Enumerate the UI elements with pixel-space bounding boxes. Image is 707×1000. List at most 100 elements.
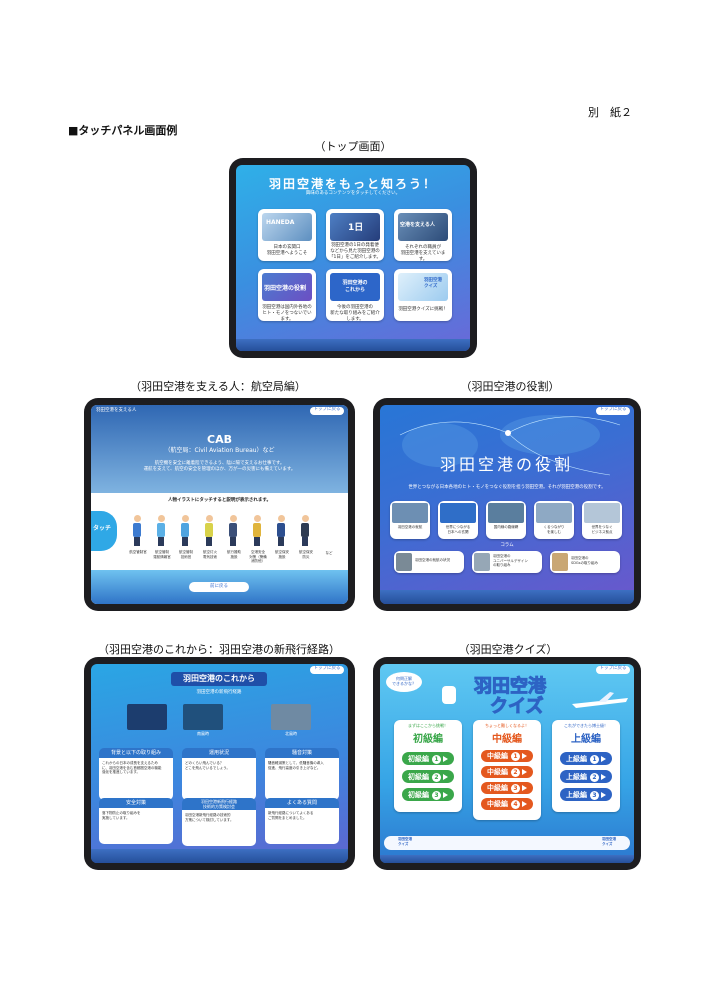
top-card-6[interactable]: 羽田空港 クイズ 羽田空港クイズに挑戦！: [394, 269, 452, 321]
cab-description: 航空機を安全に離着陸できるよう、陰に陽で支えるお仕事です。 運航を支えて、航空の…: [143, 461, 296, 472]
column-card-label: 羽田空港の ユニバーサルデザイン の取り組み: [493, 554, 528, 567]
info-box-background[interactable]: 背景と以下の取り組み これからの日本の成長を支えるため に、羽田空港を含む首都圏…: [99, 748, 173, 800]
top-card-text: 羽田空港の1日の発着便 などから見た羽田空港の 「1日」をご紹介します。: [329, 243, 381, 260]
top-card-label: 空港を支える人: [400, 222, 435, 228]
quiz-button-number: 2: [432, 772, 441, 782]
top-card-text: 羽田空港クイズに挑戦！: [398, 307, 448, 312]
runway-strip: [380, 855, 634, 863]
info-box-noise[interactable]: 騒音対策 騒音軽減策として、低騒音機の導入 促進、飛行高度の引き上げなど。: [265, 748, 339, 800]
person-1[interactable]: [133, 515, 141, 546]
quiz-button-label: 上級編: [566, 772, 587, 781]
column-card-image: [396, 553, 412, 571]
info-box-faq[interactable]: よくある質問 新飛行経路についてよくある ご質問をまとめました。: [265, 798, 339, 844]
top-card-label: 羽田空港 クイズ: [424, 278, 442, 289]
top-card-3[interactable]: 空港を支える人 それぞれの職員が 羽田空港を支えています。: [394, 209, 452, 262]
person-5[interactable]: [229, 515, 237, 546]
quiz-button-number: 2: [590, 772, 599, 782]
route-label: 南風時: [197, 731, 209, 736]
person-label: 航行援助 施設: [227, 550, 241, 559]
top-card-2[interactable]: 1日 羽田空港の1日の発着便 などから見た羽田空港の 「1日」をご紹介します。: [326, 209, 384, 261]
back-to-top-button[interactable]: トップに戻る: [310, 407, 344, 415]
person-label: 空港安全 対策（警備 消防他）: [249, 550, 267, 563]
quiz-button-label: 初級編: [408, 772, 429, 781]
role-card-image: [488, 503, 524, 523]
cab-breadcrumb[interactable]: 羽田空港を支える人: [96, 408, 137, 413]
level-intro: まずはここから挑戦！: [408, 723, 448, 728]
role-card-2[interactable]: 世界につながる 日本への玄関: [438, 501, 478, 539]
back-button[interactable]: 前に戻る: [189, 582, 249, 592]
back-to-top-button[interactable]: トップに戻る: [310, 666, 344, 674]
person-6[interactable]: [253, 515, 261, 546]
future-subtitle: 羽田空港の新飛行経路: [196, 690, 242, 695]
person-2[interactable]: [157, 515, 165, 546]
person-label: 航空管制官: [129, 550, 147, 554]
person-4[interactable]: [205, 515, 213, 546]
arrow-right-icon: [443, 791, 448, 798]
info-box-title: 騒音対策: [291, 750, 312, 756]
top-card-1[interactable]: HANEDA 日本の玄関口 羽田空港へようこそ: [258, 209, 316, 261]
info-box-safety[interactable]: 安全対策 落下物防止の取り組みを 実施しています。: [99, 798, 173, 844]
top-card-image: [330, 213, 380, 241]
info-box-title: 羽田空港新飛行経路 技術的方策検討会: [201, 799, 237, 809]
quiz-button-label: 上級編: [566, 754, 587, 763]
column-card-image: [552, 553, 568, 571]
route-image-3[interactable]: [271, 704, 311, 730]
quiz-button-number: 1: [511, 752, 520, 761]
top-title: 羽田空港をもっと知ろう！: [268, 177, 437, 191]
column-card-1[interactable]: 羽田空港の就航の状況: [394, 551, 464, 573]
info-box-title: 安全対策: [125, 800, 146, 806]
person-8[interactable]: [301, 515, 309, 546]
touch-badge: タッチ: [91, 511, 117, 551]
future-screen-caption: （羽田空港のこれから：羽田空港の新飛行経路）: [98, 643, 340, 656]
quiz-screen: トップに戻る 何問正解 できるかな？ 羽田空港 クイズ まずはここから挑戦！ 初…: [380, 664, 634, 863]
person-label: 航空管制 技術官: [179, 550, 193, 559]
arrow-right-icon: [443, 755, 448, 762]
info-box-committee[interactable]: 羽田空港新飛行経路 技術的方策検討会 羽田空港新飛行経路の技術的 方策について検…: [182, 798, 256, 846]
quiz-button-label: 初級編: [408, 790, 429, 799]
quiz-screen-caption: （羽田空港クイズ）: [458, 643, 558, 656]
role-card-label: 国内線の路線網: [493, 525, 519, 529]
quiz-button-number: 3: [590, 790, 599, 800]
person-3[interactable]: [181, 515, 189, 546]
role-title: 羽田空港の役割: [440, 455, 574, 474]
back-to-top-button[interactable]: トップに戻る: [596, 407, 630, 415]
cab-screen-tablet: 羽田空港を支える人 トップに戻る CAB （航空局：Civil Aviation…: [84, 398, 355, 611]
top-screen-caption: （トップ画面）: [314, 140, 392, 153]
back-to-top-button[interactable]: トップに戻る: [596, 666, 630, 674]
info-box-status[interactable]: 運用状況 どのくらい飛んでいる？ どこを飛んでいるでしょう。: [182, 748, 256, 800]
role-card-label: 羽田空港の就航: [397, 525, 423, 529]
route-image-1[interactable]: [127, 704, 167, 730]
top-card-5[interactable]: 羽田空港の これから 今後の羽田空港の 新たな取り組みをご紹介します。: [326, 269, 384, 322]
top-screen-tablet: 羽田空港をもっと知ろう！ 興味のあるコンテンツをタッチしてください。 HANED…: [229, 158, 477, 358]
column-card-3[interactable]: 羽田空港の SDGsの取り組み: [550, 551, 620, 573]
info-box-text: 羽田空港新飛行経路の技術的 方策について検討しています。: [185, 813, 234, 822]
info-box-text: どのくらい飛んでいる？ どこを飛んでいるでしょう。: [185, 761, 231, 770]
arrow-right-icon: [522, 801, 527, 807]
role-card-3[interactable]: 国内線の路線網: [486, 501, 526, 539]
quiz-bubble: 何問正解 できるかな？: [386, 672, 422, 692]
person-label: 航空保安 防災: [299, 550, 313, 559]
quiz-button-number: 4: [511, 800, 520, 809]
route-image-2[interactable]: [183, 704, 223, 730]
quiz-button-number: 3: [511, 784, 520, 793]
top-card-4[interactable]: 羽田空港の役割 羽田空港は国内外各地の ヒト・モノをつないでいます。: [258, 269, 316, 322]
column-card-2[interactable]: 羽田空港の ユニバーサルデザイン の取り組み: [472, 551, 542, 573]
role-card-image: [392, 503, 428, 523]
role-card-1[interactable]: 羽田空港の就航: [390, 501, 430, 539]
quiz-title-2: クイズ: [489, 696, 544, 718]
role-card-4[interactable]: くるつながり を楽しむ: [534, 501, 574, 539]
role-card-5[interactable]: 世界をつなぐ ビジネス拠点: [582, 501, 622, 539]
future-title: 羽田空港のこれから: [183, 674, 255, 683]
person-7[interactable]: [277, 515, 285, 546]
top-card-text: それぞれの職員が 羽田空港を支えています。: [400, 245, 446, 262]
